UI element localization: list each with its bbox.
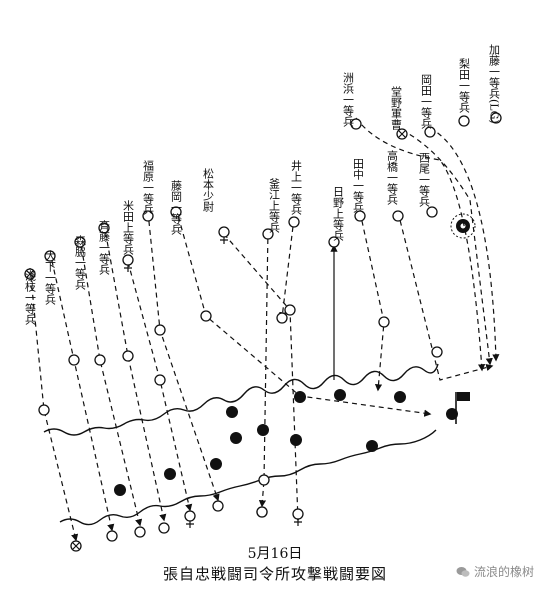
path-morigane: [79, 237, 143, 527]
end-marker-inoue: [276, 312, 288, 324]
soldier-label-dono: 堂野軍曹: [390, 86, 403, 131]
start-marker-asa: [24, 268, 36, 280]
start-marker-okada: [424, 126, 436, 138]
end-marker-morigane: [134, 526, 146, 538]
north-bank: [43, 363, 439, 436]
soldier-label-nishio: 西尾一等兵: [418, 152, 431, 208]
start-marker-tanaka: [354, 210, 366, 222]
enemy-dot: [164, 468, 176, 480]
enemy-dot: [290, 434, 302, 446]
mid-marker-dono: [431, 346, 443, 358]
start-marker-nashida: [458, 115, 470, 127]
mid-marker-morigane: [94, 354, 106, 366]
south-bank: [59, 429, 437, 526]
path-dono: [401, 129, 493, 366]
end-marker-oshita: [106, 530, 118, 542]
soldier-label-matsumoto: 松本少尉: [202, 167, 215, 212]
start-marker-oshita: [44, 250, 56, 262]
soldier-label-kamae: 釜江上等兵: [268, 177, 281, 234]
path-saito: [103, 223, 167, 522]
path-fukuhara: [147, 211, 220, 502]
mid-marker-kamae: [258, 474, 270, 486]
start-marker-suhama: [350, 118, 362, 130]
start-marker-morigane: [74, 236, 86, 248]
caption-title: 張自忠戦闘司令所攻撃戦闘要図: [162, 565, 387, 583]
mid-marker-oshita: [68, 354, 80, 366]
path-takahashi: [397, 211, 494, 381]
start-marker-nishio: [426, 206, 438, 218]
soldier-label-nashida: 梨田一等兵: [458, 57, 471, 114]
soldier-label-tanaka: 田中一等兵: [352, 158, 365, 214]
soldier-label-morigane: 森脇一等兵: [74, 234, 87, 291]
mid-marker-matsumoto: [284, 304, 296, 316]
enemy-dot: [294, 391, 306, 403]
enemy-dot: [226, 406, 238, 418]
path-inoue: [279, 217, 295, 320]
wechat-icon: [456, 566, 470, 577]
mid-marker-yoneda: [154, 374, 166, 386]
soldier-label-oshita: 大下一等兵: [44, 249, 57, 306]
watermark-text: 流浪的橡树: [473, 565, 534, 579]
soldier-labels: 淺枝一等兵大下一等兵 森脇一等兵斉藤一等兵米田上等兵福原一等兵 藤岡一等兵 松本少尉 釜…: [24, 44, 501, 326]
soldier-label-hino: 日野上等兵: [332, 186, 345, 242]
mid-marker-fukuhara: [154, 324, 166, 336]
start-marker-hino: [328, 236, 340, 248]
start-marker-matsumoto: [218, 226, 230, 244]
mid-marker-fujioka: [200, 310, 212, 322]
path-okada: [429, 127, 500, 362]
end-marker-kamae: [256, 506, 268, 518]
soldier-label-okada: 岡田一等兵: [420, 74, 433, 130]
path-yoneda: [127, 261, 193, 512]
mid-marker-tanaka: [378, 316, 390, 328]
soldier-label-suhama: 洲浜一等兵: [342, 72, 355, 128]
start-marker-dono: [396, 128, 408, 140]
end-marker-matsumoto: [292, 508, 304, 526]
enemy-dot: [230, 432, 242, 444]
command-post-flag: [446, 392, 470, 424]
mid-marker-asa: [38, 404, 50, 416]
enemy-positions: [114, 389, 406, 496]
soldier-label-kato: 加藤一等兵(LG): [488, 44, 501, 124]
soldier-label-saito: 斉藤一等兵: [98, 219, 111, 276]
soldier-markers: [24, 112, 502, 552]
soldier-label-yoneda: 米田上等兵: [122, 200, 135, 256]
path-fujioka: [175, 207, 432, 417]
soldier-label-fujioka: 藤岡一等兵: [170, 180, 183, 236]
start-marker-inoue: [288, 216, 300, 228]
path-tanaka: [359, 211, 385, 392]
soldier-label-asa: 淺枝一等兵: [24, 270, 37, 326]
path-kamae: [258, 229, 269, 508]
soldier-label-takahashi: 高橋一等兵: [386, 149, 399, 206]
enemy-dot: [394, 391, 406, 403]
start-marker-kamae: [262, 228, 274, 240]
enemy-dot: [334, 389, 346, 401]
start-marker-yoneda: [122, 254, 134, 272]
enemy-dot: [366, 440, 378, 452]
watermark: 流浪的橡树: [456, 563, 534, 580]
end-marker-yoneda: [184, 510, 196, 528]
caption-date: 5月16日: [247, 546, 303, 562]
end-marker-fukuhara: [212, 500, 224, 512]
explosion-icon: [450, 213, 476, 239]
enemy-dot: [114, 484, 126, 496]
path-asa: [29, 267, 79, 542]
start-marker-kato: [490, 112, 502, 124]
end-marker-saito: [158, 522, 170, 534]
start-marker-fujioka: [170, 206, 182, 218]
start-marker-takahashi: [392, 210, 404, 222]
end-marker-asa: [70, 540, 82, 552]
enemy-dot: [210, 458, 222, 470]
soldier-label-fukuhara: 福原一等兵: [142, 159, 155, 216]
enemy-dot: [257, 424, 269, 436]
mid-marker-saito: [122, 350, 134, 362]
start-marker-saito: [98, 222, 110, 234]
soldier-label-inoue: 井上一等兵: [290, 159, 303, 216]
path-oshita: [49, 251, 115, 532]
start-marker-fukuhara: [142, 210, 154, 222]
